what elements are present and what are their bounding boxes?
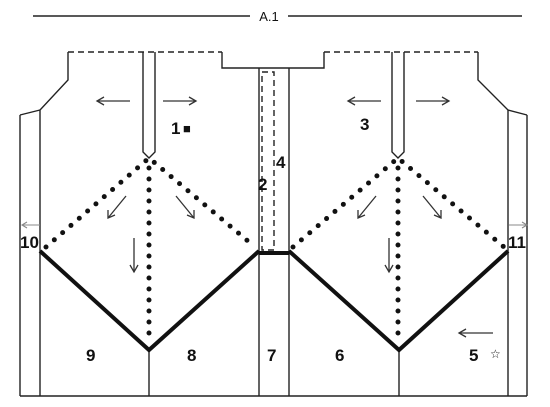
square-symbol-icon: ■	[183, 121, 191, 136]
star-symbol-icon: ☆	[490, 347, 501, 361]
label-11: 11	[508, 233, 526, 252]
left-dotted-chevron	[43, 154, 258, 250]
label-8: 8	[187, 346, 196, 365]
label-4: 4	[276, 153, 286, 172]
arrow-down-right-icon	[175, 195, 195, 219]
center-placket	[258, 68, 290, 396]
arrow-down-icon	[384, 238, 394, 274]
label-1: 1	[171, 119, 180, 138]
right-dotted-chevron	[290, 154, 507, 250]
chart-title: A.1	[259, 9, 279, 24]
label-3: 3	[360, 115, 369, 134]
arrow-right-icon	[416, 96, 451, 106]
arrow-left-icon	[346, 96, 381, 106]
arrow-down-left-icon	[357, 195, 377, 219]
arrows	[20, 96, 529, 338]
left-v-line	[38, 249, 261, 353]
width-measure: A.1	[33, 9, 522, 24]
right-side-top	[507, 109, 528, 116]
left-slit	[142, 52, 156, 159]
section-labels: 1 ■ 2 3 4 5 ☆ 6 7 8 9 10 11	[20, 115, 526, 365]
label-7: 7	[267, 346, 276, 365]
arrow-down-right-icon	[422, 195, 442, 219]
right-armhole	[477, 52, 509, 396]
neck-step	[221, 52, 325, 69]
left-armhole	[39, 52, 69, 396]
placket-dashed-box	[261, 71, 275, 251]
arrow-down-icon	[129, 238, 139, 274]
label-9: 9	[86, 346, 95, 365]
label-5: 5	[469, 346, 478, 365]
arrow-left-icon	[95, 96, 130, 106]
label-2: 2	[258, 175, 267, 194]
arrow-down-left-icon	[107, 195, 127, 219]
dotted-lines	[43, 154, 507, 345]
side-arrow-right-icon	[509, 221, 529, 229]
label-10: 10	[20, 233, 39, 252]
left-side-top	[19, 109, 41, 116]
right-v-line	[287, 249, 510, 353]
label-6: 6	[335, 346, 344, 365]
v-lines	[38, 249, 510, 353]
garment-outline	[19, 52, 528, 397]
arrow-right-icon	[163, 96, 198, 106]
side-arrow-left-icon	[20, 221, 40, 229]
arrow-left-icon	[457, 328, 493, 338]
slits	[142, 52, 405, 159]
section-dividers	[148, 350, 400, 396]
right-slit	[391, 52, 405, 159]
